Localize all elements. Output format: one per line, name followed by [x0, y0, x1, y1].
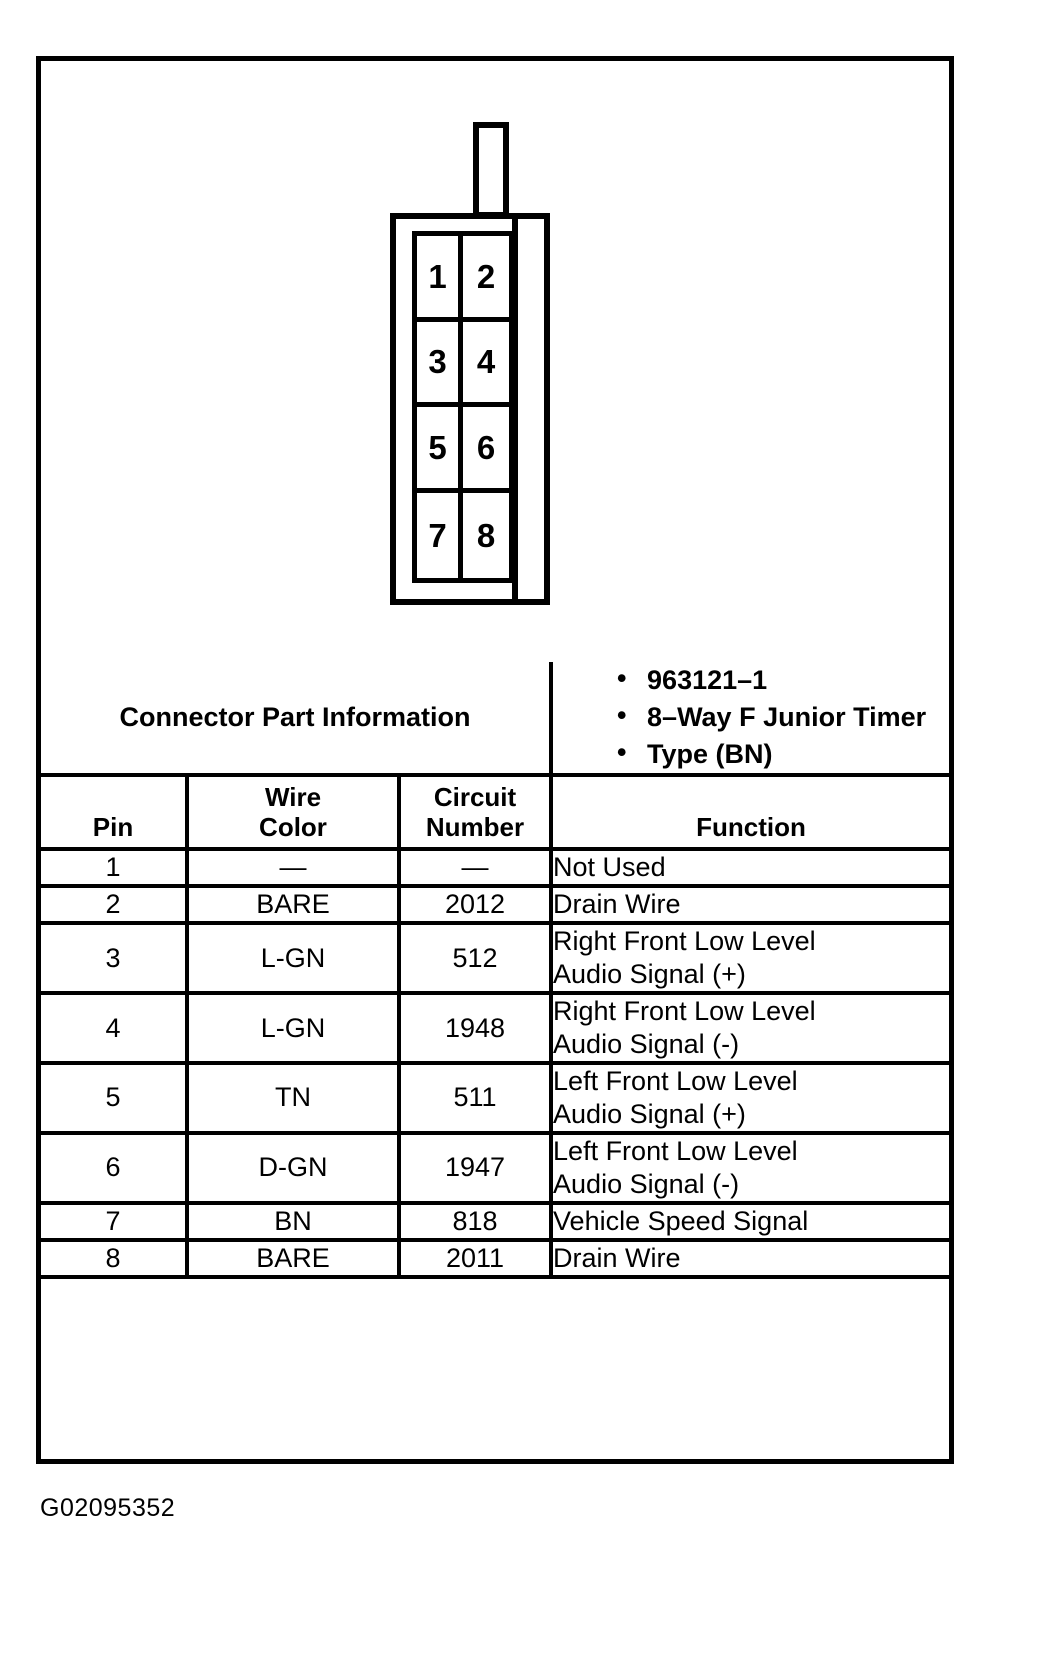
table-row: 5 TN 511 Left Front Low Level Audio Sign… — [41, 1060, 950, 1135]
cell-pin: 8 — [41, 1237, 189, 1279]
pin-cavity-6: 6 — [463, 407, 509, 493]
part-bullet-continuation-text: Type (BN) — [647, 739, 773, 770]
cell-function: Not Used — [549, 847, 950, 889]
connector-shell-rib — [512, 219, 518, 599]
connector-pin-grid: 1 2 3 4 5 6 7 8 — [412, 231, 514, 583]
connector-part-information-label: Connector Part Information — [41, 662, 554, 778]
connector-pinout-table: Connector Part Information 963121–1 8–Wa… — [41, 661, 950, 1279]
cell-circuit-number: 1948 — [396, 991, 554, 1065]
part-bullet-item: 8–Way F Junior Timer — [617, 698, 949, 736]
cell-function-line-1: Vehicle Speed Signal — [553, 1205, 809, 1236]
cell-circuit-number: 511 — [396, 1060, 554, 1135]
column-header-pin-label: Pin — [92, 812, 134, 843]
cell-pin: 1 — [41, 847, 189, 889]
part-bullet-item: 963121–1 — [617, 661, 949, 699]
pin-cavity-4: 4 — [463, 322, 509, 407]
pin-cavity-8: 8 — [476, 516, 496, 554]
pin-cavity-5: 5 — [417, 407, 463, 493]
cell-function: Right Front Low Level Audio Signal (-) — [549, 991, 950, 1065]
pin-cavity-2: 2 — [463, 236, 509, 322]
connector-locking-tab — [473, 122, 509, 218]
cell-function-line-1: Not Used — [553, 852, 666, 883]
cell-function-line-1: Drain Wire — [553, 889, 681, 920]
column-header-wire-color: Wire Color — [185, 773, 401, 852]
pin-cavity-3: 3 — [417, 321, 463, 407]
table-header-row: Pin Wire Color Circuit Number Function — [41, 773, 950, 852]
cell-circuit-number: 512 — [396, 921, 554, 996]
part-bullet-continuation: Type (BN) — [617, 735, 949, 773]
column-header-function-label: Function — [696, 812, 806, 843]
diagram-page-frame: 1 2 3 4 5 6 7 8 Connector Part Informati… — [36, 56, 954, 1464]
cell-pin: 2 — [41, 884, 189, 926]
cell-pin: 5 — [41, 1060, 189, 1135]
cell-circuit-number: 818 — [396, 1200, 554, 1242]
cell-function: Vehicle Speed Signal — [549, 1200, 950, 1242]
figure-id-caption: G02095352 — [40, 1494, 176, 1522]
table-row: 4 L-GN 1948 Right Front Low Level Audio … — [41, 991, 950, 1065]
cell-wire-color: L-GN — [185, 921, 401, 996]
cell-function-line-1: Right Front Low Level — [553, 996, 816, 1027]
cell-pin: 7 — [41, 1200, 189, 1242]
cell-function: Left Front Low Level Audio Signal (-) — [549, 1130, 950, 1205]
cell-function: Right Front Low Level Audio Signal (+) — [549, 921, 950, 996]
table-row: 3 L-GN 512 Right Front Low Level Audio S… — [41, 921, 950, 996]
cell-wire-color: D-GN — [185, 1130, 401, 1205]
cell-wire-color: BN — [185, 1200, 401, 1242]
cell-function-line-2: Audio Signal (+) — [553, 1098, 746, 1129]
cell-wire-color: BARE — [185, 884, 401, 926]
cell-circuit-number: — — [396, 847, 554, 889]
table-row: 1 — — Not Used — [41, 847, 950, 889]
pin-cavity-7: 7 — [417, 492, 463, 578]
table-row: 8 BARE 2011 Drain Wire — [41, 1237, 950, 1279]
cell-function-line-2: Audio Signal (-) — [553, 1168, 740, 1199]
cell-pin: 3 — [41, 921, 189, 996]
column-header-wire-line-2: Color — [259, 812, 327, 843]
cell-circuit-number: 1947 — [396, 1130, 554, 1205]
cell-wire-color: TN — [185, 1060, 401, 1135]
column-header-circuit-line-2: Number — [425, 812, 525, 843]
column-header-circuit-line-1: Circuit — [433, 781, 517, 812]
pin-cavity-1: 1 — [417, 236, 463, 322]
cell-function-line-1: Right Front Low Level — [553, 926, 816, 957]
table-row: 2 BARE 2012 Drain Wire — [41, 884, 950, 926]
cpi-label-line-2: Information — [322, 702, 471, 733]
table-row: 7 BN 818 Vehicle Speed Signal — [41, 1200, 950, 1242]
column-header-wire-line-1: Wire — [264, 781, 322, 812]
column-header-pin: Pin — [41, 773, 189, 852]
table-row: 6 D-GN 1947 Left Front Low Level Audio S… — [41, 1130, 950, 1205]
cell-function: Drain Wire — [549, 884, 950, 926]
cell-function: Left Front Low Level Audio Signal (+) — [549, 1060, 950, 1135]
connector-part-information-row: Connector Part Information 963121–1 8–Wa… — [41, 661, 950, 778]
column-header-function: Function — [549, 773, 950, 852]
cell-circuit-number: 2011 — [396, 1237, 554, 1279]
cpi-label-line-1: Connector Part — [119, 702, 315, 733]
cell-function-line-1: Drain Wire — [553, 1242, 681, 1273]
connector-illustration: 1 2 3 4 5 6 7 8 — [41, 61, 949, 662]
cell-pin: 6 — [41, 1130, 189, 1205]
connector-shell: 1 2 3 4 5 6 7 8 — [390, 213, 550, 605]
cell-wire-color: — — [185, 847, 401, 889]
cell-wire-color: L-GN — [185, 991, 401, 1065]
cell-function-line-1: Left Front Low Level — [553, 1065, 798, 1096]
cell-circuit-number: 2012 — [396, 884, 554, 926]
cell-wire-color: BARE — [185, 1237, 401, 1279]
cell-function-line-1: Left Front Low Level — [553, 1135, 798, 1166]
cell-pin: 4 — [41, 991, 189, 1065]
connector-part-bullet-list: 963121–1 8–Way F Junior Timer Type (BN) — [549, 661, 950, 778]
column-header-circuit-number: Circuit Number — [396, 773, 554, 852]
cell-function-line-2: Audio Signal (+) — [553, 959, 746, 990]
cell-function: Drain Wire — [549, 1237, 950, 1279]
cell-function-line-2: Audio Signal (-) — [553, 1028, 740, 1059]
